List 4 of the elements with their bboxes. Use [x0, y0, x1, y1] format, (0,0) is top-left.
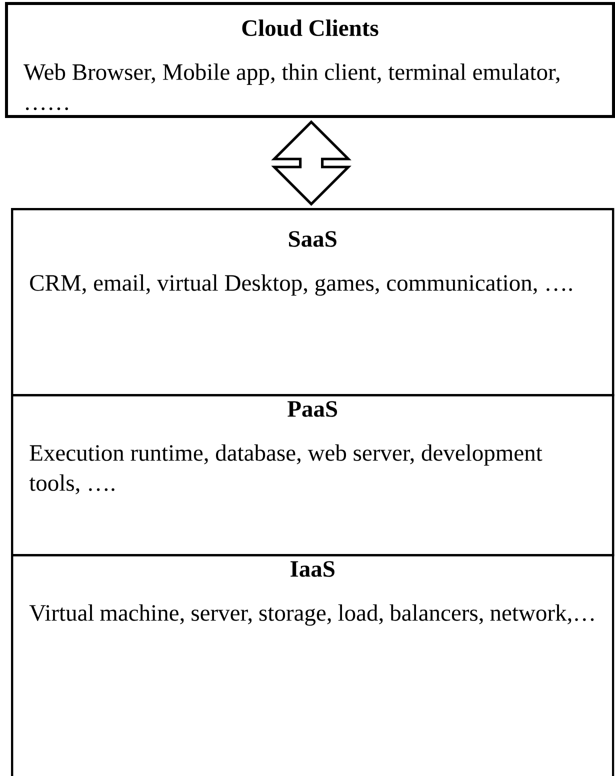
- layer-box: IaaS Virtual machine, server, storage, load, balancers, network,…: [11, 554, 614, 776]
- heading-box: Cloud Clients Web Browser, Mobile app, thin client, terminal emulator, ……: [5, 2, 615, 118]
- layer-box: SaaS CRM, email, virtual Desktop, games, communication, ….: [11, 208, 614, 396]
- layer-box: PaaS Execution runtime, database, web server, development tools, ….: [11, 394, 614, 556]
